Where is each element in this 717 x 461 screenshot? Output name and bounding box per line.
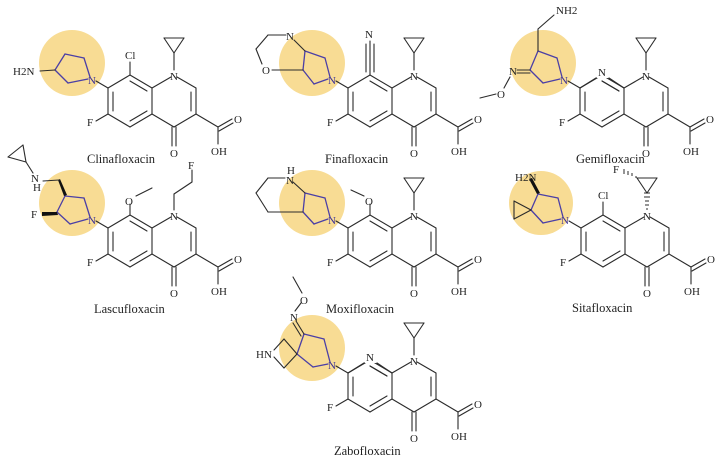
n1-label: N: [170, 71, 178, 83]
pyrrolidine-n: N: [328, 75, 336, 87]
nitrile-n-label: N: [365, 29, 373, 41]
compound-lascufloxacin: N N H F O N F F O O OH Lascufloxacin: [7, 144, 242, 316]
pyrrolidine-n: N: [88, 75, 96, 87]
azetidine-nh-label: HN: [256, 349, 272, 361]
n1-label: N: [170, 211, 178, 223]
f-label: F: [327, 402, 333, 414]
acid-o-label: O: [234, 114, 242, 126]
n1-label: N: [410, 211, 418, 223]
oxo-label: O: [642, 148, 650, 160]
n8-label: N: [366, 352, 374, 364]
f-label: F: [327, 117, 333, 129]
n1-label: N: [642, 71, 650, 83]
pyrrolidine-n: N: [88, 215, 96, 227]
compound-name: Zabofloxacin: [334, 444, 401, 458]
oxo-label: O: [410, 433, 418, 445]
acid-oh-label: OH: [211, 146, 227, 158]
acid-oh-label: OH: [451, 431, 467, 443]
highlight-circle: [39, 30, 105, 96]
f-label: F: [560, 257, 566, 269]
compound-name: Clinafloxacin: [87, 152, 156, 166]
compound-clinafloxacin: N H2N Cl N F O O OH Clinafloxacin: [13, 30, 242, 166]
amine-label: NH2: [556, 5, 577, 17]
acid-o-label: O: [474, 114, 482, 126]
highlight-circle: [279, 30, 345, 96]
acid-o-label: O: [474, 254, 482, 266]
highlight-circle: [279, 170, 345, 236]
compound-name: Moxifloxacin: [326, 302, 395, 316]
oxime-n-label: N: [509, 66, 517, 78]
ring-f-label: F: [31, 209, 37, 221]
oxo-label: O: [643, 288, 651, 300]
oxime-n-label: N: [290, 312, 298, 324]
ring-nh-h-label: H: [287, 165, 295, 177]
compound-zabofloxacin: N N O HN N N F O O OH Zabofloxacin: [256, 276, 482, 458]
oxo-label: O: [170, 288, 178, 300]
f-label: F: [87, 257, 93, 269]
n1-label: N: [643, 211, 651, 223]
pyrrolidine-n: N: [328, 360, 336, 372]
n8-label: N: [598, 67, 606, 79]
oxime-o-label: O: [497, 89, 505, 101]
ring-nh-n-label: N: [286, 175, 294, 187]
compound-gemifloxacin: N NH2 N O N N F O O OH Gemifloxacin: [479, 5, 714, 166]
highlight-circle: [39, 170, 105, 236]
acid-o-label: O: [707, 254, 715, 266]
ring-o-label: O: [262, 65, 270, 77]
pyrrolidine-n: N: [561, 215, 569, 227]
f-label: F: [327, 257, 333, 269]
acid-o-label: O: [706, 114, 714, 126]
compound-finafloxacin: N N O N N F O O OH Finafloxacin: [255, 29, 482, 166]
amine-label: H2N: [13, 66, 34, 78]
ring-n-label: N: [286, 31, 294, 43]
acid-oh-label: OH: [451, 146, 467, 158]
c8-o-label: O: [125, 196, 133, 208]
oxo-label: O: [410, 288, 418, 300]
compound-name: Finafloxacin: [325, 152, 389, 166]
compound-name: Lascufloxacin: [94, 302, 166, 316]
nh-h-label: H: [33, 182, 41, 194]
highlight-circle: [279, 315, 345, 381]
oxime-o-label: O: [300, 295, 308, 307]
compound-name: Gemifloxacin: [576, 152, 645, 166]
compound-moxifloxacin: N H N O N F O O OH Moxifloxacin: [255, 165, 482, 316]
acid-oh-label: OH: [211, 286, 227, 298]
nh-n-label: N: [31, 173, 39, 185]
c8-label: Cl: [598, 190, 608, 202]
acid-oh-label: OH: [683, 146, 699, 158]
acid-oh-label: OH: [451, 286, 467, 298]
pyrrolidine-n: N: [328, 215, 336, 227]
highlight-circle: [509, 171, 573, 235]
compound-sitafloxacin: N H2N F Cl N F O O OH Sitafloxacin: [509, 164, 715, 315]
n1-f-label: F: [188, 160, 194, 172]
acid-o-label: O: [234, 254, 242, 266]
amine-label: H2N: [515, 172, 536, 184]
acid-o-label: O: [474, 399, 482, 411]
compound-name: Sitafloxacin: [572, 301, 633, 315]
oxo-label: O: [410, 148, 418, 160]
c8-label: Cl: [125, 50, 135, 62]
n1-label: N: [410, 356, 418, 368]
oxo-label: O: [170, 148, 178, 160]
pyrrolidine-n: N: [560, 75, 568, 87]
cyclopropyl-f-label: F: [613, 164, 619, 176]
c8-o-label: O: [365, 196, 373, 208]
f-label: F: [559, 117, 565, 129]
acid-oh-label: OH: [684, 286, 700, 298]
n1-label: N: [410, 71, 418, 83]
f-label: F: [87, 117, 93, 129]
